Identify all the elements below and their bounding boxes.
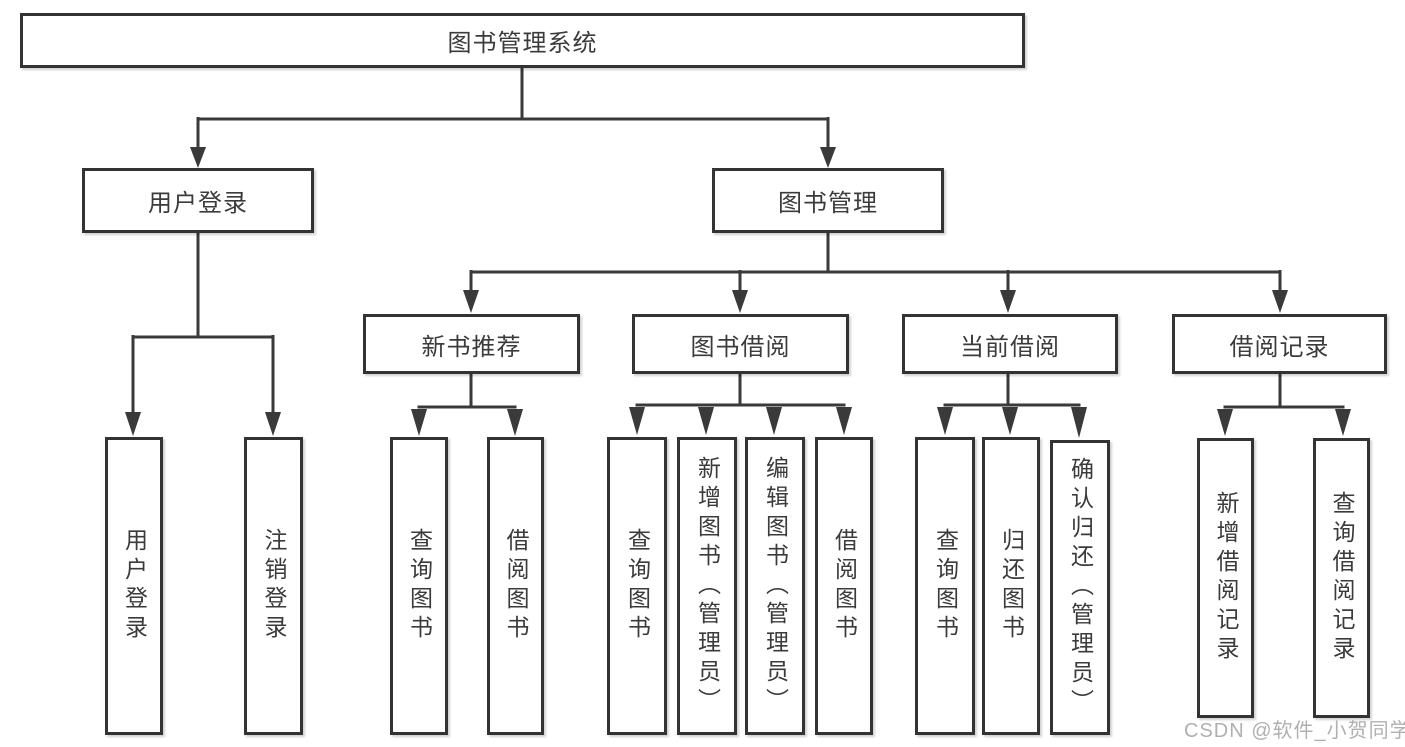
node-leaf-query-books-recommend: 查询图书 [390,437,448,735]
node-leaf-edit-book-admin: 编辑图书（管理员） [745,437,805,735]
arrowhead [1002,407,1018,435]
node-leaf-user-login: 用户登录 [105,437,163,735]
arrowhead [820,147,836,168]
node-new-book-recommend: 新书推荐 [363,314,580,374]
node-leaf-borrow-books-borrow: 借阅图书 [815,437,873,735]
node-book-borrow: 图书借阅 [632,314,849,374]
node-leaf-query-books-current: 查询图书 [915,437,975,735]
node-label: 编辑图书（管理员） [762,455,789,717]
arrowhead [1335,409,1351,436]
node-label: 图书管理系统 [447,30,598,57]
node-label: 借阅记录 [1229,333,1330,361]
node-leaf-borrow-books-recommend: 借阅图书 [487,437,544,735]
node-leaf-add-book-admin: 新增图书（管理员） [677,437,737,735]
arrowhead [766,407,782,435]
arrowhead [1217,409,1233,436]
node-label: 借阅图书 [503,528,529,644]
node-label: 归还图书 [998,528,1025,644]
node-label: 注销登录 [261,528,287,644]
node-leaf-add-borrow-record: 新增借阅记录 [1197,438,1254,718]
node-label: 借阅图书 [831,528,858,644]
node-label: 新增图书（管理员） [694,455,721,717]
arrowhead [190,147,206,168]
node-label: 查询图书 [624,528,651,644]
arrowhead [629,407,645,435]
node-label: 确认归还（管理员） [1067,457,1094,718]
node-label: 新书推荐 [421,333,522,361]
node-borrow-records: 借阅记录 [1172,314,1387,374]
arrowhead [1000,290,1016,313]
node-book-management: 图书管理 [712,168,944,233]
node-leaf-query-borrow-record: 查询借阅记录 [1313,438,1370,718]
arrowhead [1272,290,1288,313]
arrowhead [698,407,714,435]
arrowhead [836,407,852,435]
arrowhead [411,409,427,436]
arrowhead [937,407,953,435]
node-leaf-confirm-return-admin: 确认归还（管理员） [1050,440,1110,735]
arrowhead [265,412,281,436]
node-label: 图书借阅 [690,333,791,361]
node-label: 查询借阅记录 [1329,491,1355,665]
node-label: 当前借阅 [960,333,1060,361]
node-label: 用户登录 [121,528,148,644]
arrowhead [463,290,479,313]
node-label: 查询图书 [932,528,959,644]
arrowhead [732,290,748,313]
node-leaf-query-books-borrow: 查询图书 [607,437,667,735]
node-label: 新增借阅记录 [1213,491,1239,665]
arrowhead [1071,407,1087,438]
arrowhead [507,409,523,436]
watermark: CSDN @软件_小贺同学 [1184,720,1405,742]
node-leaf-logout: 注销登录 [244,437,303,735]
node-user-login: 用户登录 [82,168,314,233]
arrowhead [125,412,141,436]
node-label: 查询图书 [406,528,433,644]
node-label: 用户登录 [148,190,248,217]
node-current-borrow: 当前借阅 [902,314,1118,374]
node-label: 图书管理 [778,190,878,217]
node-root: 图书管理系统 [20,13,1025,68]
node-leaf-return-book: 归还图书 [982,437,1040,735]
